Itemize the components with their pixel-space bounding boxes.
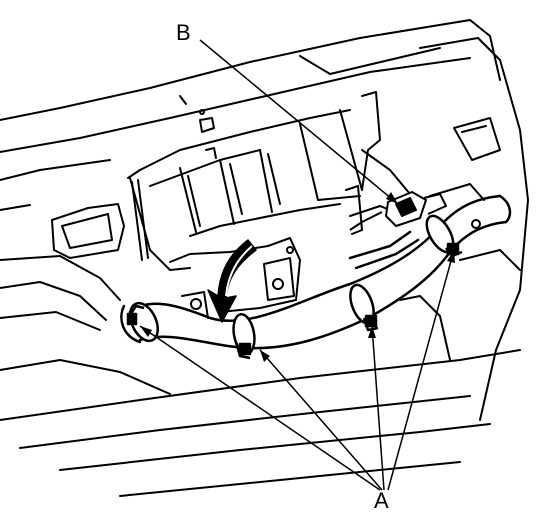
- leader-line-a-4: [387, 249, 455, 491]
- hose-clamp-4: [425, 214, 463, 258]
- arrowhead-a-2: [260, 350, 270, 362]
- removal-direction-arrow: [207, 239, 257, 323]
- leader-line-a-1: [139, 325, 381, 491]
- electrical-connector: [349, 191, 447, 231]
- coolant-hose: [120, 194, 512, 350]
- callout-leaders: [139, 39, 455, 491]
- arrowhead-a-1: [140, 326, 152, 337]
- arrowhead-b: [386, 192, 398, 204]
- arrowhead-a-3: [368, 326, 376, 338]
- hose-clamp-2: [232, 312, 256, 360]
- arrowhead-a-4: [447, 250, 455, 263]
- callout-label-a: A: [374, 488, 389, 513]
- hose-clamp-3: [349, 283, 379, 332]
- leader-arrowheads: [140, 192, 455, 362]
- hose-clamps: [126, 214, 463, 360]
- leader-line-a-3: [371, 325, 385, 491]
- leader-line-a-2: [259, 349, 383, 491]
- callout-label-b: B: [176, 20, 191, 45]
- hose-clamp-1: [126, 301, 160, 343]
- leader-line-b: [199, 39, 399, 205]
- engine-block-outline: [0, 19, 529, 497]
